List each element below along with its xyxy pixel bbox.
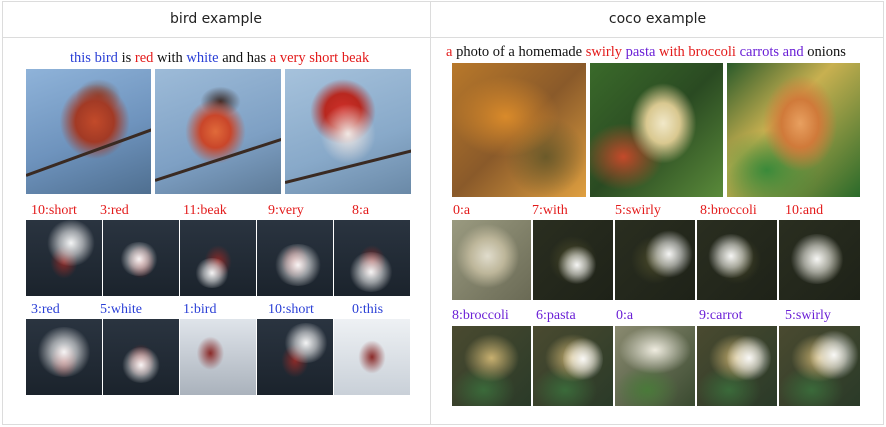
coco-att-label-2-2: 6:pasta [536,308,576,323]
bird-attention-1-4 [257,220,333,296]
coco-word-0: a [446,44,453,60]
coco-att-label-2-5: 5:swirly [785,308,831,323]
coco-att-label-1-1: 0:a [453,203,471,218]
bird-att-label-2-4: 10:short [268,302,314,317]
bird-image-1 [26,69,151,194]
coco-attention-1-1 [452,220,531,300]
bird-att-label-1-4: 9:very [268,203,304,218]
bird-attention-1-2 [103,220,179,296]
column-divider [430,1,431,425]
coco-att-label-1-2: 7:with [532,203,568,218]
coco-caption: a photo of a homemade swirly pasta with … [446,44,846,61]
coco-attention-2-4 [697,326,777,406]
bird-attention-2-4 [257,319,333,395]
coco-att-label-2-4: 9:carrot [699,308,743,323]
bird-word-4: white [186,50,219,66]
coco-word-2: swirly [585,44,622,60]
bird-attention-1-5 [334,220,410,296]
bird-att-label-1-3: 11:beak [183,203,227,218]
bird-att-label-2-2: 5:white [100,302,142,317]
coco-att-label-1-3: 5:swirly [615,203,661,218]
bird-attention-1-3 [180,220,256,296]
bird-image-2 [155,69,281,194]
coco-image-2 [590,63,723,197]
coco-header: coco example [431,1,884,38]
bird-att-label-1-5: 8:a [352,203,370,218]
bird-attention-2-2 [103,319,179,395]
bird-image-3 [285,69,411,194]
bird-attention-2-1 [26,319,102,395]
bird-attention-2-5 [334,319,410,395]
bird-caption: this bird is red with white and has a ve… [70,50,369,67]
coco-attention-2-5 [779,326,860,406]
coco-word-1: photo of a homemade [452,44,586,60]
bird-att-label-2-5: 0:this [352,302,384,317]
coco-att-label-1-4: 8:broccoli [700,203,757,218]
coco-attention-1-5 [779,220,860,300]
coco-attention-1-4 [697,220,777,300]
bird-attention-2-3 [180,319,256,395]
bird-word-5: and has [218,50,270,66]
coco-att-label-2-1: 8:broccoli [452,308,509,323]
coco-att-label-2-3: 0:a [616,308,634,323]
bird-header: bird example [2,1,430,38]
coco-attention-1-3 [615,220,695,300]
bird-attention-1-1 [26,220,102,296]
coco-image-3 [727,63,860,197]
bird-word-0: this bird [70,50,118,66]
coco-attention-2-2 [533,326,613,406]
coco-attention-2-1 [452,326,531,406]
bird-word-6: a very short beak [269,50,370,66]
coco-word-6: with broccoli [659,44,736,60]
bird-word-3: with [153,50,187,66]
coco-image-1 [452,63,586,197]
bird-word-1: is [117,50,135,66]
coco-attention-2-3 [615,326,695,406]
bird-att-label-2-3: 1:bird [183,302,217,317]
coco-att-label-1-5: 10:and [785,203,824,218]
coco-word-9: onions [803,44,846,60]
bird-word-2: red [134,50,154,66]
coco-attention-1-2 [533,220,613,300]
bird-att-label-2-1: 3:red [31,302,60,317]
bird-att-label-1-2: 3:red [100,203,129,218]
coco-word-4: pasta [625,44,656,60]
bird-att-label-1-1: 10:short [31,203,77,218]
coco-word-8: carrots and [739,44,804,60]
